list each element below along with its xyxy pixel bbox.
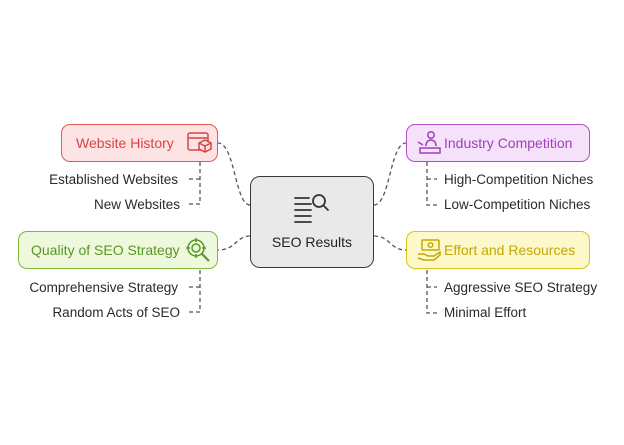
center-node-seo-results: SEO Results	[250, 176, 374, 268]
list-item: High-Competition Niches	[444, 172, 594, 187]
list-item: Aggressive SEO Strategy	[444, 280, 598, 295]
effort-resources-box: Effort and Resources	[406, 231, 590, 269]
list-item: Random Acts of SEO	[52, 305, 180, 320]
website-history-title: Website History	[76, 135, 174, 151]
quality-seo-strategy-box: Quality of SEO Strategy	[18, 231, 218, 269]
money-hand-icon	[417, 239, 441, 261]
list-item: New Websites	[93, 197, 180, 212]
industry-competition-box: Industry Competition	[406, 124, 590, 162]
target-magnifier-icon	[186, 238, 210, 262]
center-label: SEO Results	[271, 234, 353, 250]
quality-seo-strategy-title: Quality of SEO Strategy	[31, 242, 180, 258]
website-history-box: Website History	[61, 124, 218, 162]
list-item: Minimal Effort	[444, 305, 527, 320]
browser-box-icon	[187, 132, 212, 153]
person-podium-icon	[417, 131, 441, 154]
effort-resources-title: Effort and Resources	[444, 242, 576, 258]
list-item: Comprehensive Strategy	[29, 280, 178, 295]
list-item: Low-Competition Niches	[444, 197, 591, 212]
list-item: Established Websites	[49, 172, 178, 187]
industry-competition-title: Industry Competition	[444, 135, 573, 151]
search-list-icon	[294, 194, 329, 223]
